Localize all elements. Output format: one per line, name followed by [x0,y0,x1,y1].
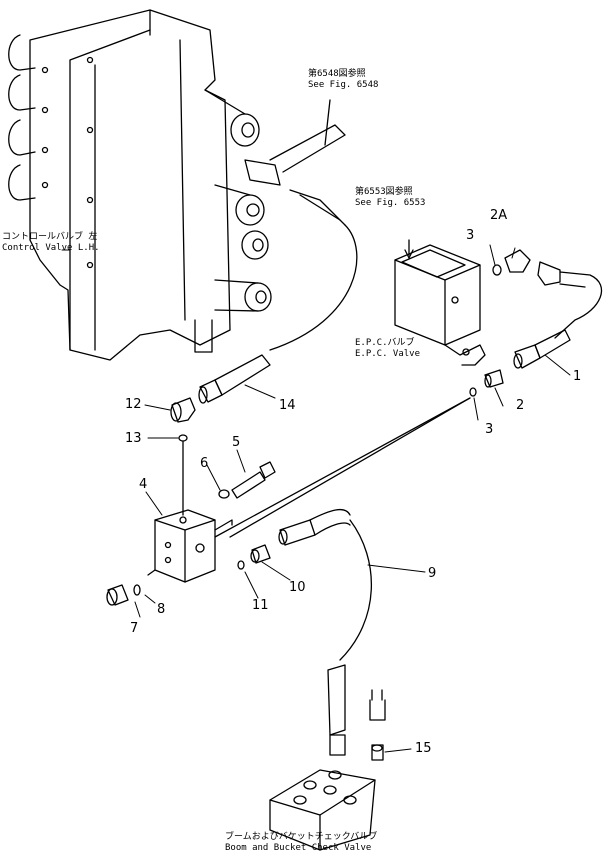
hose-14 [198,354,271,404]
callout-6: 6 [200,456,209,471]
callout-8: 8 [157,602,166,617]
fig6553-label-jp: 第6553図参照 [355,187,413,197]
plug-7 [106,584,141,606]
callout-5: 5 [232,435,241,450]
control-valve-label-jp: コントロールバルブ 左 [2,232,98,242]
callout-7: 7 [130,621,139,636]
connector-15 [369,689,386,761]
check-valve [269,769,376,851]
tube-epc-to-block [214,397,471,538]
callout-9: 9 [428,566,437,581]
bolt-5 [218,461,276,499]
epc-valve-label-en: E.P.C. Valve [355,349,421,359]
epc-valve-label-jp: E.P.C.バルブ [355,338,415,348]
fitting-2 [469,369,504,397]
callout-12: 12 [125,397,142,412]
callout-13: 13 [125,431,142,446]
oring-13 [178,434,188,442]
block-4 [147,509,233,583]
check-valve-label-en: Boom and Bucket Check Valve [225,843,372,853]
callout-11: 11 [252,598,269,613]
check-valve-label-jp: ブームおよびバケットチェックバルブ [225,832,378,842]
callout-4: 4 [139,477,148,492]
connector-10 [237,544,271,570]
fitting-2a [492,249,603,339]
control-valve-label-en: Control Valve L.H. [2,243,100,253]
fig6548-pipe [269,99,346,173]
elbow-12 [170,397,196,423]
hose-9 [278,508,373,756]
callout-3-top: 3 [466,228,475,243]
epc-valve [394,239,486,366]
tube-epc-to-block-b [229,397,471,538]
control-valve-lh [8,9,281,361]
callout-2a: 2A [490,208,508,223]
hose-1 [513,329,571,369]
callout-3-bottom: 3 [485,422,494,437]
callout-14: 14 [279,398,296,413]
callout-2: 2 [516,398,525,413]
callout-10: 10 [289,580,306,595]
leader-lines [61,244,571,753]
fig6548-label-jp: 第6548図参照 [308,69,366,79]
hose-top-left [269,189,358,351]
callout-15: 15 [415,741,432,756]
callout-1: 1 [573,369,582,384]
fig6548-label-en: See Fig. 6548 [308,80,379,90]
fig6553-label-en: See Fig. 6553 [355,198,426,208]
